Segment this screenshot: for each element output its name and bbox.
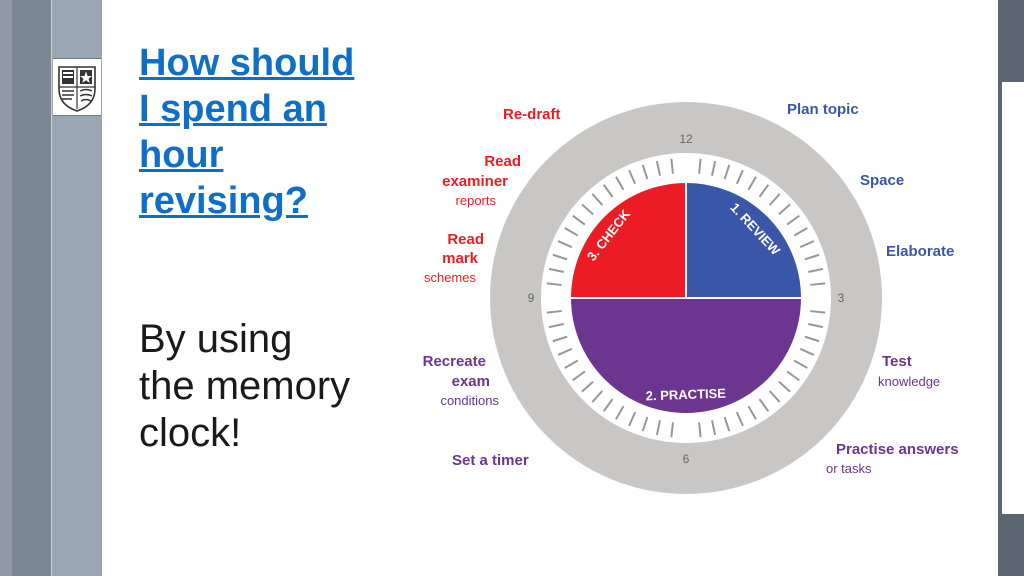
- left-decor-band-outer: [0, 0, 12, 576]
- clock-tick: [768, 390, 781, 403]
- clock-tick: [591, 193, 604, 206]
- hour-label-3: 3: [838, 291, 845, 305]
- clock-tick: [768, 193, 781, 206]
- segment-review: [686, 183, 801, 298]
- segment-check: [571, 183, 686, 298]
- label-conditions: conditions: [440, 393, 499, 408]
- label-reports: reports: [456, 193, 497, 208]
- crest-icon: [58, 66, 96, 112]
- clock-tick: [804, 253, 820, 261]
- clock-tick: [655, 160, 661, 176]
- label-or-tasks: or tasks: [826, 461, 872, 476]
- clock-tick: [655, 420, 661, 436]
- clock-tick: [793, 227, 808, 237]
- label-read-examiner-1: Read: [484, 153, 521, 170]
- clock-tick: [557, 347, 573, 356]
- label-read-mark-2: mark: [442, 250, 479, 267]
- label-read-mark-1: Read: [447, 231, 484, 248]
- right-decor-panel: [1002, 82, 1024, 514]
- hour-label-12: 12: [679, 132, 693, 146]
- clock-tick: [786, 214, 800, 226]
- clock-tick: [747, 405, 757, 420]
- clock-tick: [723, 416, 731, 432]
- clock-tick: [747, 176, 757, 191]
- label-exam: exam: [452, 373, 490, 390]
- clock-tick: [572, 214, 586, 226]
- clock-tick: [786, 370, 800, 382]
- clock-tick: [602, 184, 614, 198]
- clock-tick: [793, 359, 808, 369]
- clock-tick: [602, 398, 614, 412]
- label-recreate: Recreate: [423, 353, 486, 370]
- clock-tick: [546, 310, 562, 314]
- clock-tick: [808, 323, 824, 329]
- slide-subtitle: By using the memory clock!: [139, 317, 351, 455]
- clock-tick: [735, 169, 744, 185]
- clock-tick: [591, 390, 604, 403]
- clock-tick: [564, 227, 579, 237]
- clock-ticks: [546, 158, 826, 438]
- label-plan-topic: Plan topic: [787, 101, 859, 118]
- segment-practise: [571, 298, 801, 413]
- memory-clock-diagram: 12 3 6 9 1. REVIEW 3. CHECK 2. PRACTISE …: [423, 101, 959, 494]
- clock-tick: [581, 380, 594, 393]
- clock-tick: [778, 203, 791, 216]
- label-set-a-timer: Set a timer: [452, 452, 529, 469]
- clock-tick: [641, 416, 649, 432]
- clock-tick: [628, 169, 637, 185]
- label-space: Space: [860, 172, 904, 189]
- clock-tick: [698, 158, 702, 174]
- hour-label-9: 9: [528, 291, 535, 305]
- clock-tick: [670, 158, 674, 174]
- clock-tick: [778, 380, 791, 393]
- clock-tick: [552, 253, 568, 261]
- clock-tick: [546, 282, 562, 286]
- clock-tick: [735, 411, 744, 427]
- segment-label-practise: 2. PRACTISE: [646, 386, 727, 404]
- school-crest-logo: [53, 58, 101, 116]
- clock-tick: [564, 359, 579, 369]
- slide-title[interactable]: How should I spend an hour revising?: [139, 42, 355, 222]
- label-re-draft: Re-draft: [503, 106, 561, 123]
- clock-tick: [711, 160, 717, 176]
- clock-tick: [810, 282, 826, 286]
- label-elaborate: Elaborate: [886, 243, 954, 260]
- clock-tick: [711, 420, 717, 436]
- clock-tick: [698, 422, 702, 438]
- clock-tick: [628, 411, 637, 427]
- left-decor-band-middle: [12, 0, 52, 576]
- clock-tick: [758, 398, 770, 412]
- clock-tick: [557, 240, 573, 249]
- label-read-examiner-2: examiner: [442, 173, 508, 190]
- clock-tick: [808, 267, 824, 273]
- label-practise-answers: Practise answers: [836, 441, 959, 458]
- label-test: Test: [882, 353, 912, 370]
- clock-tick: [581, 203, 594, 216]
- clock-tick: [615, 405, 625, 420]
- clock-tick: [615, 176, 625, 191]
- clock-tick: [641, 164, 649, 180]
- clock-tick: [810, 310, 826, 314]
- hour-label-6: 6: [683, 452, 690, 466]
- clock-tick: [758, 184, 770, 198]
- clock-tick: [799, 347, 815, 356]
- clock-tick: [552, 335, 568, 343]
- clock-tick: [799, 240, 815, 249]
- clock-tick: [548, 323, 564, 329]
- clock-tick: [548, 267, 564, 273]
- label-schemes: schemes: [424, 270, 477, 285]
- clock-tick: [804, 335, 820, 343]
- label-knowledge: knowledge: [878, 374, 940, 389]
- clock-tick: [723, 164, 731, 180]
- left-decor-divider: [51, 0, 52, 576]
- clock-tick: [572, 370, 586, 382]
- clock-tick: [670, 422, 674, 438]
